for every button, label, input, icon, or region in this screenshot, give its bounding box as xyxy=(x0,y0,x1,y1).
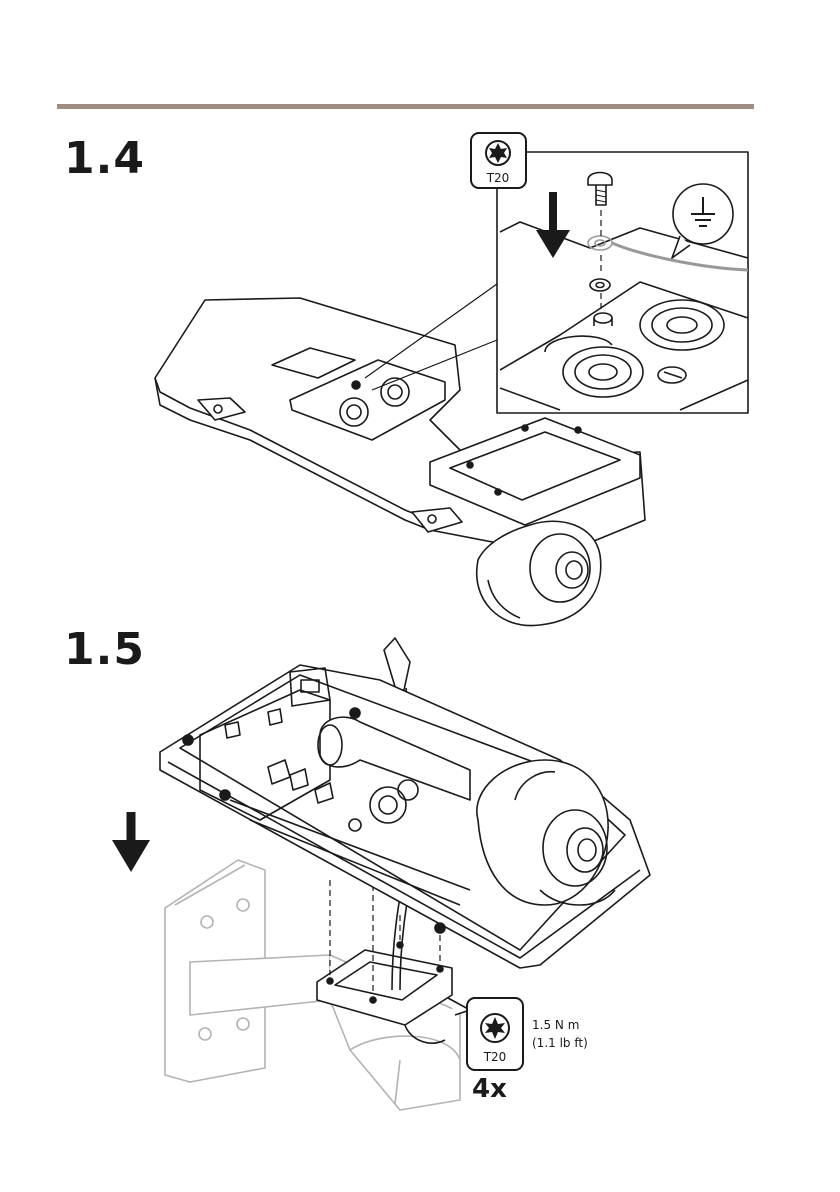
torque-metric: 1.5 N m xyxy=(532,1016,588,1034)
screw-quantity: 4x xyxy=(472,1074,507,1104)
torque-imperial: (1.1 lb ft) xyxy=(532,1034,588,1052)
tool-label-step-1-4: T20 xyxy=(486,171,510,185)
down-arrow-icon xyxy=(112,812,150,872)
torque-spec: 1.5 N m (1.1 lb ft) xyxy=(532,1016,588,1052)
step-1-4-illustration xyxy=(155,133,748,626)
tool-label-step-1-5: T20 xyxy=(483,1050,507,1064)
